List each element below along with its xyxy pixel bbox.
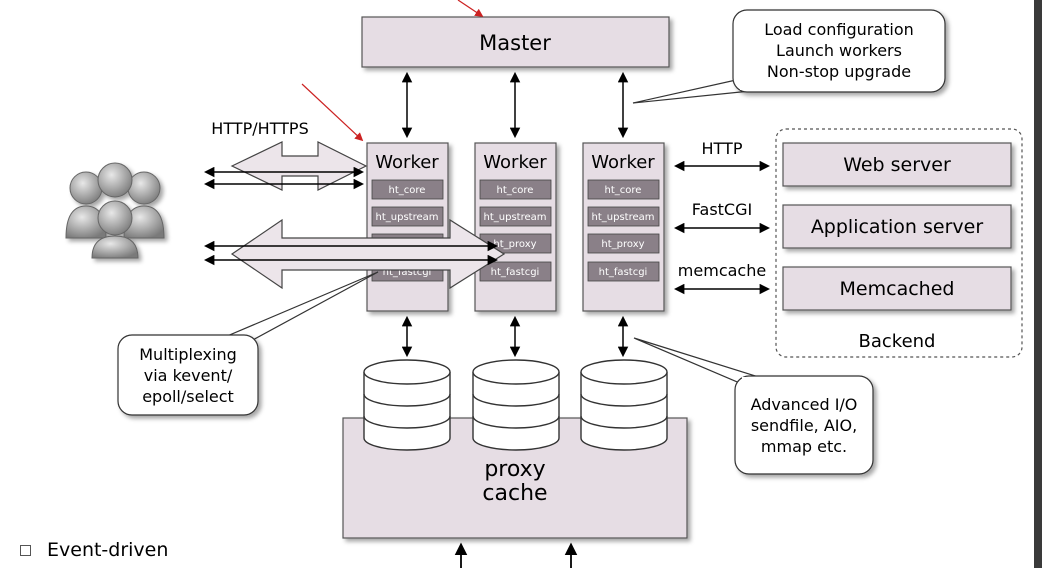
advanced-io-callout-line-2: sendfile, AIO, [751,416,857,435]
worker-1-module-1: ht_core [389,185,426,196]
worker-1: Worker ht_core ht_upstream ht_proxy ht_f… [366,142,449,312]
multiplexing-callout-line-3: epoll/select [142,387,234,406]
protocol-http-label: HTTP [702,139,743,158]
worker-2: Worker ht_core ht_upstream ht_proxy ht_f… [474,142,557,312]
proxy-cache-line-1: proxy [484,457,545,482]
backend-label: Backend [859,331,936,352]
backend-server-memcached: Memcached [840,278,955,300]
backend-group: Web server Application server Memcached … [775,128,1023,358]
bottom-arrows [454,542,578,568]
worker-cache-arrows [401,315,629,358]
protocol-memcache-label: memcache [678,261,766,280]
master-callout-line-2: Launch workers [776,41,902,60]
disk-cylinder-1 [363,359,451,451]
multiplexing-callout-line-2: via kevent/ [144,366,233,385]
bullet-event-driven: Event-driven [20,536,168,564]
master-callout-line-1: Load configuration [764,20,914,39]
backend-server-application: Application server [811,216,984,238]
worker-3-module-1: ht_core [605,185,642,196]
master-worker-arrows [401,71,629,139]
worker-2-module-1: ht_core [497,185,534,196]
annotation-arrow-master [457,0,484,17]
annotation-arrow-worker [301,83,364,142]
worker-3-module-4: ht_fastcgi [599,267,648,278]
client-connection-lines [203,166,499,266]
multiplexing-callout: Multiplexing via kevent/ epoll/select [117,271,379,416]
master-label: Master [479,31,551,55]
advanced-io-callout-line-3: mmap etc. [761,437,847,456]
master-box: Master [361,16,670,68]
users-group-icon [65,162,165,259]
worker-3: Worker ht_core ht_upstream ht_proxy ht_f… [582,142,665,312]
backend-server-web: Web server [843,154,951,176]
protocol-fastcgi-label: FastCGI [692,200,752,219]
multiplexing-callout-line-1: Multiplexing [139,345,236,364]
http-block-arrow-1 [230,141,368,191]
client-protocol-label: HTTP/HTTPS [211,119,308,138]
worker-3-module-3: ht_proxy [601,239,644,250]
bullet-text: Event-driven [47,539,169,561]
worker-3-label: Worker [591,152,655,173]
bullet-square-icon [20,544,31,556]
http-block-arrow-2 [230,218,506,290]
worker-2-module-3: ht_proxy [493,239,536,250]
advanced-io-callout: Advanced I/O sendfile, AIO, mmap etc. [633,337,874,475]
advanced-io-callout-line-1: Advanced I/O [751,395,858,414]
worker-2-module-2: ht_upstream [484,212,547,223]
master-callout: Load configuration Launch workers Non-st… [632,9,946,104]
master-callout-line-3: Non-stop upgrade [767,62,911,81]
worker-1-label: Worker [375,152,439,173]
annotation-arrows [301,0,484,142]
worker-2-module-4: ht_fastcgi [491,267,540,278]
disk-cylinder-3 [580,359,668,451]
worker-1-module-4: ht_fastcgi [383,267,432,278]
worker-2-label: Worker [483,152,547,173]
worker-3-module-2: ht_upstream [592,212,655,223]
disk-cylinder-2 [472,359,560,451]
worker-1-module-2: ht_upstream [376,212,439,223]
proxy-cache-line-2: cache [482,481,547,506]
backend-arrows [673,160,771,295]
window-edge [1034,0,1042,568]
